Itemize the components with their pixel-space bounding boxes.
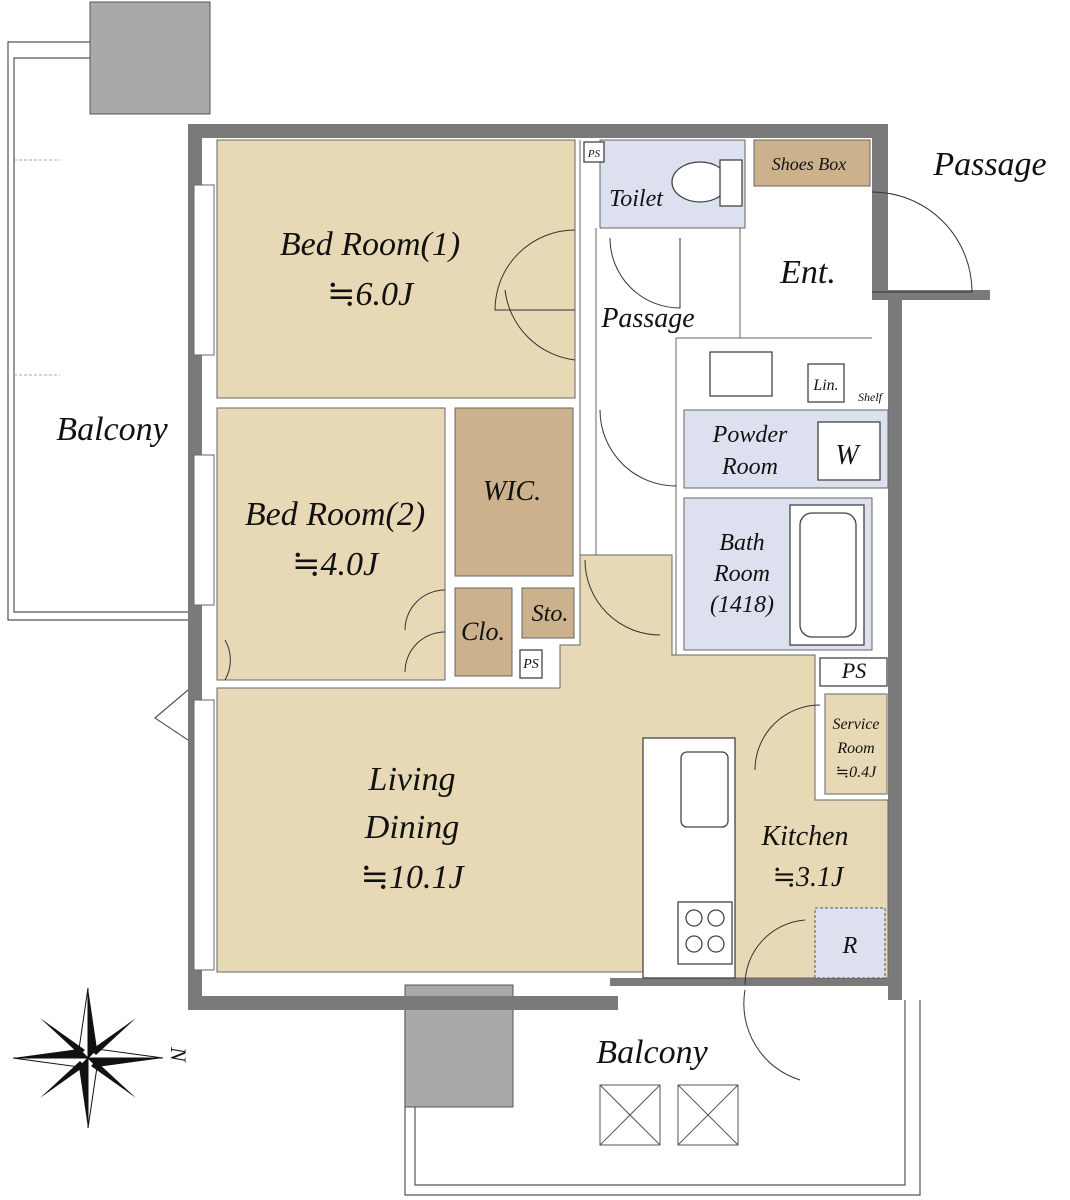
living-size: ≒10.1J xyxy=(360,859,465,896)
kitchen-name: Kitchen xyxy=(760,821,848,852)
storage xyxy=(521,587,575,639)
service-room xyxy=(824,693,888,795)
ps-top-label: PS xyxy=(587,148,601,160)
living-line1: Living xyxy=(368,761,456,798)
partitions xyxy=(579,140,872,655)
shoes-box xyxy=(753,139,871,187)
entrance-label: Ent. xyxy=(779,254,836,291)
passage-outer-label: Passage xyxy=(932,146,1046,183)
wic xyxy=(454,407,574,577)
bath-line1: Bath xyxy=(719,530,764,556)
service-size: ≒0.4J xyxy=(836,764,877,781)
toilet-label: Toilet xyxy=(609,186,664,212)
kitchen-size: ≒3.1J xyxy=(773,862,845,893)
refrigerator-space xyxy=(814,907,886,979)
doors xyxy=(154,191,973,1081)
washer-label: W xyxy=(835,440,861,471)
compass-icon xyxy=(12,987,164,1129)
balcony-west-label: Balcony xyxy=(56,411,168,448)
lin-label: Lin. xyxy=(812,377,838,394)
bed1-size: ≒6.0J xyxy=(327,276,415,313)
balcony-south-label: Balcony xyxy=(596,1034,708,1071)
bed1-name: Bed Room(1) xyxy=(280,226,460,263)
windows-west xyxy=(193,184,215,971)
bed2-name: Bed Room(2) xyxy=(245,496,425,533)
bed-room-2 xyxy=(216,407,446,681)
service-line2: Room xyxy=(836,740,874,757)
wic-label: WIC. xyxy=(483,476,541,507)
compass-north-label: N xyxy=(166,1046,191,1063)
fixtures xyxy=(519,141,888,979)
column-top xyxy=(89,1,211,115)
living-line2: Dining xyxy=(364,809,459,846)
closet xyxy=(454,587,513,677)
refrigerator-label: R xyxy=(842,933,858,959)
bed-room-1 xyxy=(216,139,576,399)
service-line1: Service xyxy=(832,716,879,733)
passage-inner-label: Passage xyxy=(600,303,694,334)
bed2-size: ≒4.0J xyxy=(292,546,380,583)
balcony-west xyxy=(7,41,190,621)
bath-line3: (1418) xyxy=(710,592,774,618)
bath-line2: Room xyxy=(713,561,770,587)
shelf-label: Shelf xyxy=(858,390,884,404)
powder-line2: Room xyxy=(721,454,778,480)
sto-label: Sto. xyxy=(532,601,569,627)
ps-mid-label: PS xyxy=(522,657,539,672)
ps-right-label: PS xyxy=(841,658,866,683)
clo-label: Clo. xyxy=(461,617,505,646)
shoes-box-label: Shoes Box xyxy=(772,154,846,174)
powder-line1: Powder xyxy=(712,422,788,448)
